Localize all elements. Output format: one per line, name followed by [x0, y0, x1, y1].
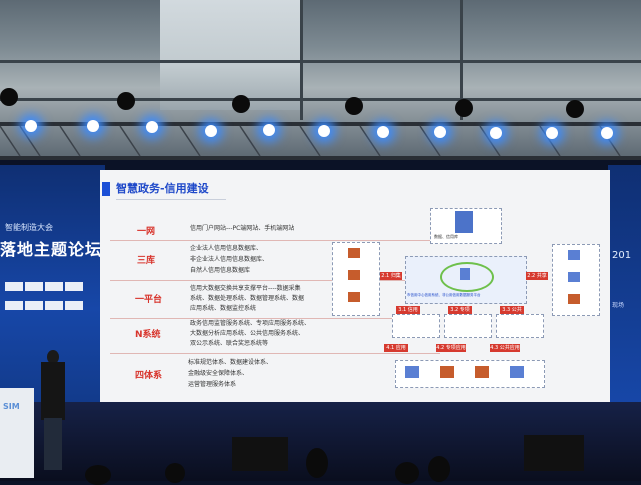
section-divider — [110, 240, 440, 241]
sponsor-logos — [4, 278, 96, 316]
building-icon — [568, 294, 580, 304]
moving-head-light — [455, 99, 473, 117]
center-cycle-icon — [440, 262, 494, 292]
section-item: 金融级安全保障体系、 — [188, 370, 249, 377]
building-icon — [405, 366, 419, 378]
title-underline — [116, 199, 226, 200]
audience-head — [395, 462, 419, 484]
diagram-arrow: 2.2 共享 — [526, 272, 548, 280]
stage-light-icon — [205, 125, 217, 137]
building-icon — [348, 248, 360, 258]
podium — [0, 388, 34, 478]
stage-light-icon — [490, 127, 502, 139]
section-item: 信用大数据交换共享支撑平台----数据采集 — [190, 285, 301, 292]
audience-head — [85, 465, 111, 485]
ceiling-beam — [0, 98, 641, 101]
sponsor-logo — [25, 301, 43, 310]
building-icon — [348, 292, 360, 302]
building-icon — [440, 366, 454, 378]
section-item: 自然人信用信息数据库 — [190, 267, 251, 274]
stage-light-icon — [377, 126, 389, 138]
moving-head-light — [566, 100, 584, 118]
section-item: 大数据分析应用系统、公共信用服务系统、 — [190, 330, 305, 337]
server-icon — [460, 268, 470, 280]
building-icon — [568, 250, 580, 260]
side-screen-right — [608, 165, 641, 405]
section-label: 一平台 — [135, 295, 163, 305]
section-label: 四体系 — [135, 371, 163, 381]
audience-head — [428, 456, 450, 482]
diagram-arrow: 2.1 归集 — [380, 272, 402, 280]
audience-head — [165, 463, 185, 483]
stage-light-icon — [87, 120, 99, 132]
ceiling-skylight — [160, 0, 300, 110]
diagram-arrow: 4.1 应用 — [384, 344, 408, 352]
sponsor-logo — [45, 301, 63, 310]
section-item: 企业法人信用信息数据库、 — [190, 245, 263, 252]
ceiling-beam — [0, 60, 641, 63]
title-accent-bar — [102, 182, 110, 196]
building-icon — [455, 211, 473, 233]
sponsor-logo — [5, 301, 23, 310]
stage-light-icon — [318, 125, 330, 137]
stage-label: SIM — [3, 402, 20, 411]
stage-light-icon — [546, 127, 558, 139]
speaker-legs — [44, 418, 62, 470]
sponsor-logo — [45, 282, 63, 291]
section-label: 三库 — [137, 256, 156, 266]
sponsor-logo — [5, 282, 23, 291]
year-fragment: 201 — [612, 250, 632, 261]
moving-head-light — [345, 97, 363, 115]
section-item: 信用门户网站---PC端网站、手机端网站 — [190, 225, 295, 232]
moving-head-light — [232, 95, 250, 113]
forum-title: 落地主题论坛 — [0, 240, 103, 259]
stage-light-icon — [434, 126, 446, 138]
speaker-head — [47, 350, 59, 364]
sponsor-logo — [65, 301, 83, 310]
stage-monitor — [232, 437, 288, 471]
section-divider — [110, 353, 440, 354]
section-label: N系统 — [135, 330, 161, 340]
stage-light-icon — [601, 127, 613, 139]
section-item: 双公示系统、联合奖惩系统等 — [190, 340, 269, 347]
section-item: 政务信用监管服务系统、专项应用服务系统、 — [190, 320, 311, 327]
section-item: 系统、数据处理系统、数据管理系统、数据 — [190, 295, 305, 302]
moving-head-light — [0, 88, 18, 106]
diagram-sub-node — [392, 314, 440, 338]
section-divider — [110, 318, 440, 319]
side-sub-text: 现场 — [612, 302, 625, 309]
ceiling-beam — [300, 0, 303, 120]
diagram-top-label: 数据、信用库 — [434, 234, 458, 239]
section-label: 一网 — [137, 227, 156, 237]
stage-light-icon — [146, 121, 158, 133]
building-icon — [568, 272, 580, 282]
diagram-sub-node — [444, 314, 492, 338]
building-icon — [348, 270, 360, 280]
building-icon — [475, 366, 489, 378]
section-divider — [110, 280, 440, 281]
diagram-arrow: 4.3 公共应用 — [490, 344, 520, 352]
diagram-sub-node — [496, 314, 544, 338]
diagram-arrow: 4.2 专项应用 — [436, 344, 466, 352]
slide-title: 智慧政务-信用建设 — [116, 182, 209, 195]
building-icon — [510, 366, 524, 378]
diagram-center-label: 市信用中心信用系统、非公用信用数据服务平台 — [407, 293, 481, 297]
moving-head-light — [117, 92, 135, 110]
section-item: 非企业法人信用信息数据库、 — [190, 256, 269, 263]
lighting-truss — [0, 122, 641, 160]
speaker-body — [41, 362, 65, 420]
sponsor-logo — [65, 282, 83, 291]
sponsor-logo — [25, 282, 43, 291]
audience-head — [306, 448, 328, 478]
event-name: 智能制造大会 — [5, 223, 53, 232]
stage-light-icon — [263, 124, 275, 136]
section-item: 标准规范体系、数据建设体系、 — [188, 359, 273, 366]
stage-monitor — [524, 435, 584, 471]
section-item: 运营管理服务体系 — [188, 381, 237, 388]
section-item: 应用系统、数据监控系统 — [190, 305, 257, 312]
stage-light-icon — [25, 120, 37, 132]
ceiling-beam — [460, 0, 463, 120]
